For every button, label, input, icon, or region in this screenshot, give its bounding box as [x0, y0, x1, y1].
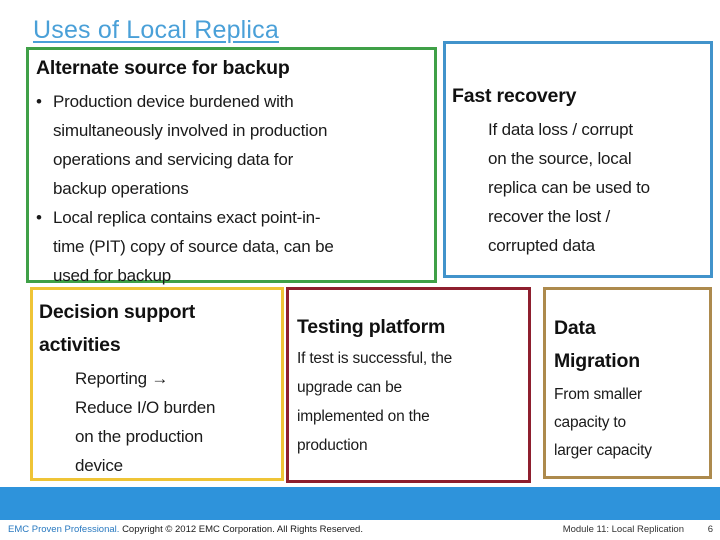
alternate-source-backup-box: Alternate source for backup Production d… [26, 47, 437, 285]
footer-module-text: Module 11: Local Replication [562, 524, 684, 535]
bullet-icon [36, 203, 53, 290]
testing-platform-body: If test is successful, the upgrade can b… [297, 350, 453, 454]
slide-title: Uses of Local Replica [33, 16, 279, 44]
data-migration-heading: Data Migration [554, 317, 640, 372]
bullet-icon [36, 87, 53, 203]
backup-box-heading: Alternate source for backup [36, 57, 290, 79]
footer-copyright-text: Copyright © 2012 EMC Corporation. All Ri… [122, 524, 363, 535]
fast-recovery-box: Fast recovery If data loss / corrupt on … [443, 41, 713, 278]
footer-copyright: EMC Proven Professional. Copyright © 201… [8, 523, 363, 537]
backup-bullet-2: Local replica contains exact point-in- t… [53, 208, 334, 285]
fast-recovery-heading: Fast recovery [452, 85, 577, 107]
testing-platform-box: Testing platform If test is successful, … [286, 287, 531, 483]
page-number: 6 [707, 524, 713, 535]
footer-brand-text: EMC Proven Professional. [8, 524, 120, 535]
decision-support-box: Decision support activities Reporting → … [30, 287, 284, 481]
decision-support-body: Reporting → Reduce I/O burden on the pro… [75, 369, 216, 475]
data-migration-box: Data Migration From smaller capacity to … [543, 287, 712, 479]
slide-footer: EMC Proven Professional. Copyright © 201… [0, 523, 720, 540]
testing-platform-heading: Testing platform [297, 316, 446, 338]
decision-support-heading: Decision support activities [39, 301, 196, 356]
fast-recovery-body: If data loss / corrupt on the source, lo… [488, 120, 650, 255]
backup-bullet-1: Production device burdened with simultan… [53, 92, 328, 198]
list-item: Production device burdened with simultan… [36, 87, 426, 203]
data-migration-body: From smaller capacity to larger capacity [554, 386, 652, 459]
bottom-accent-bar [0, 487, 720, 520]
list-item: Local replica contains exact point-in- t… [36, 203, 426, 290]
